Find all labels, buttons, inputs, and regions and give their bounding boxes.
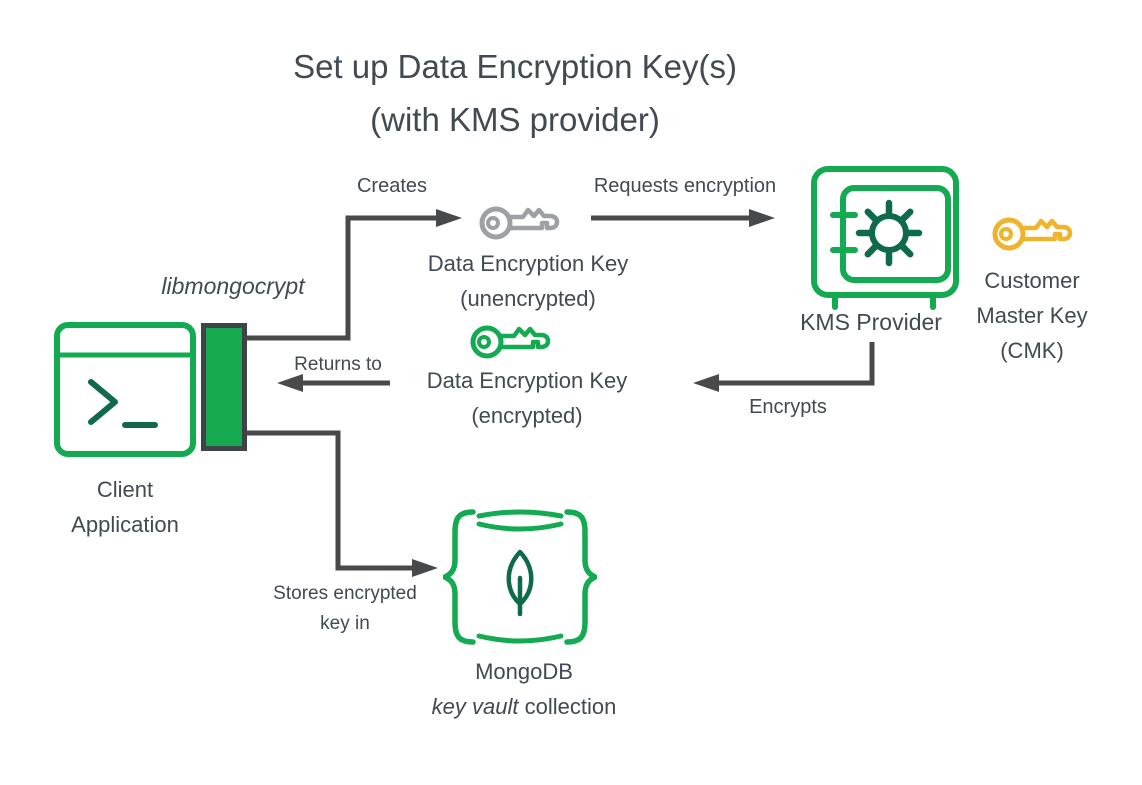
edge-label-returns-to: Returns to	[294, 354, 382, 375]
edge-label-requests-encryption: Requests encryption	[593, 175, 777, 197]
cmk-label: Customer Master Key (CMK)	[976, 263, 1087, 368]
key-icon-green	[470, 325, 551, 359]
connector-stores-key	[247, 430, 438, 577]
client-application-label: Client Application	[71, 472, 179, 542]
mongodb-label-line2: key vault collection	[432, 689, 617, 724]
key-icon-gray	[479, 206, 560, 240]
libmongocrypt-block	[201, 323, 247, 451]
terminal-window-icon	[54, 322, 196, 457]
dek-encrypted-label-line2: (encrypted)	[471, 403, 583, 428]
safe-vault-icon	[811, 166, 959, 310]
mongodb-leaf	[506, 549, 534, 617]
cmk-label-line2: Master Key	[976, 303, 1088, 328]
database-cylinder	[476, 509, 564, 644]
diagram-title: Set up Data Encryption Key(s) (with KMS …	[175, 40, 855, 146]
dek-encrypted-label: Data Encryption Key (encrypted)	[427, 363, 628, 433]
edge-label-encrypts: Encrypts	[749, 396, 827, 418]
dek-encrypted-label-line1: Data Encryption Key	[426, 368, 628, 393]
connector-requests-encryption	[591, 209, 775, 227]
client-application-label-line2: Application	[71, 512, 179, 537]
kms-provider-label: KMS Provider	[800, 309, 942, 335]
cmk-label-line1: Customer	[984, 268, 1080, 293]
dek-unencrypted-label-line1: Data Encryption Key	[427, 251, 629, 276]
edge-label-stores-key-line2: key in	[320, 613, 370, 634]
mongodb-label: MongoDB key vault collection	[432, 654, 617, 724]
terminal-prompt-glyph	[88, 379, 158, 428]
edge-label-creates: Creates	[356, 175, 428, 197]
connector-encrypts	[693, 342, 875, 392]
diagram-title-line2: (with KMS provider)	[370, 101, 660, 138]
libmongocrypt-label: libmongocrypt	[161, 273, 305, 299]
connector-creates	[247, 209, 462, 341]
dek-unencrypted-label: Data Encryption Key (unencrypted)	[428, 246, 629, 316]
vault-dial	[855, 199, 923, 267]
key-icon-yellow	[992, 217, 1073, 251]
edge-label-stores-key-line1: Stores encrypted	[273, 583, 417, 604]
client-application-label-line1: Client	[96, 477, 154, 502]
edge-label-stores-key: Stores encrypted key in	[273, 579, 417, 639]
dek-unencrypted-label-line2: (unencrypted)	[460, 286, 596, 311]
mongodb-label-line1: MongoDB	[475, 659, 573, 684]
mongodb-label-keyvault: key vault	[431, 694, 519, 719]
diagram-title-line1: Set up Data Encryption Key(s)	[293, 48, 737, 85]
mongodb-label-collection: collection	[518, 694, 617, 719]
cmk-label-line3: (CMK)	[1000, 338, 1064, 363]
database-braces-leaf-icon	[443, 509, 597, 645]
connector-returns-to	[277, 374, 390, 392]
braces	[443, 509, 597, 645]
